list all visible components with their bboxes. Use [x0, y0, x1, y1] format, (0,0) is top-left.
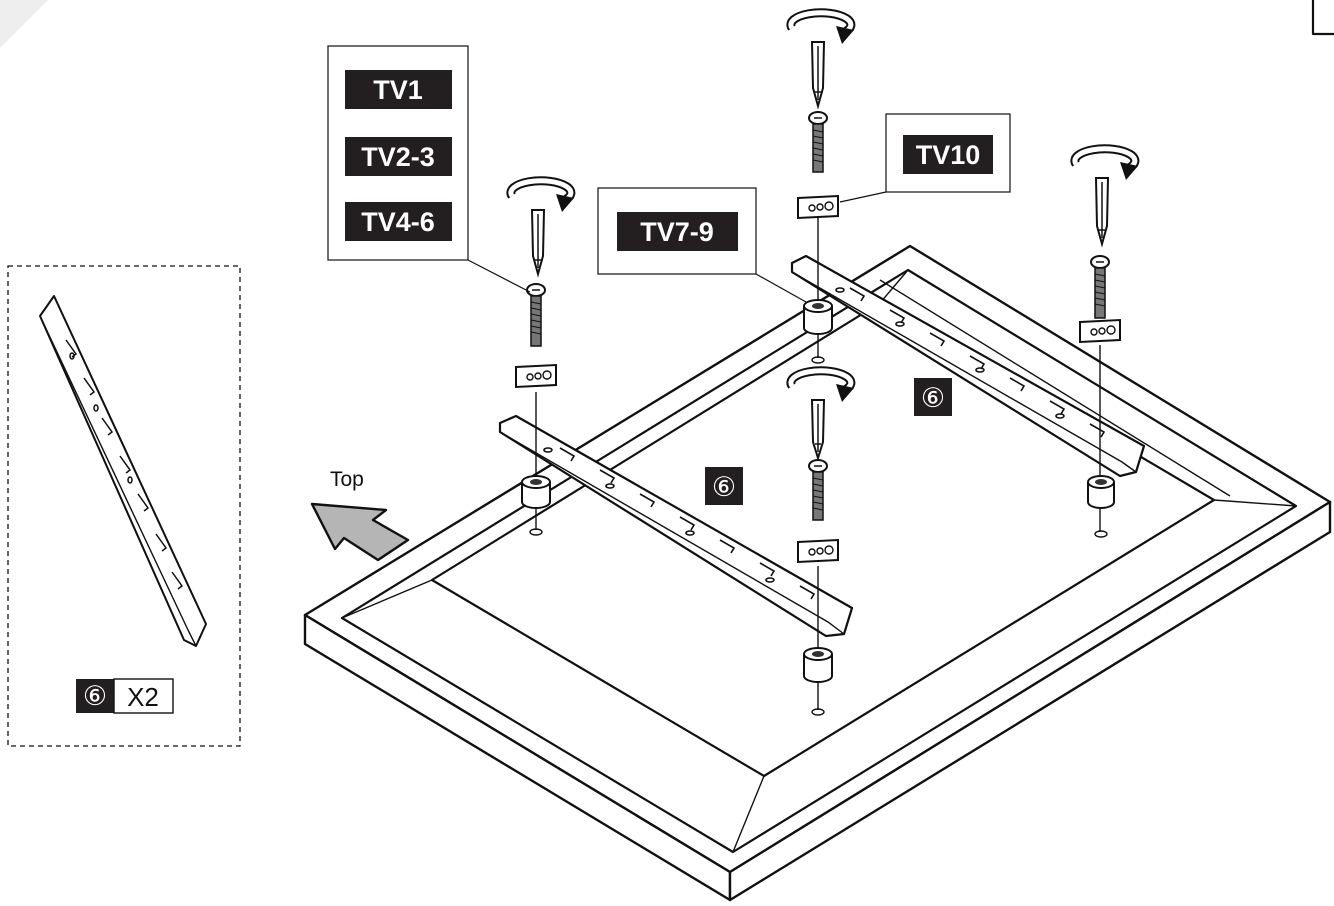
part-marker-back: ⑥: [914, 378, 952, 416]
tv-size-badge: [345, 70, 452, 109]
part-marker-front: ⑥: [705, 467, 743, 505]
mounting-rail-back: [790, 254, 1146, 478]
direction-indicator: Top: [310, 468, 410, 562]
screw-icon: [808, 459, 828, 521]
tv-size-badge: [345, 137, 452, 176]
rail-slots: [543, 447, 816, 600]
tv-size-badge: [617, 212, 738, 251]
spacer-left: [521, 392, 551, 536]
screwdriver-icon: [1094, 177, 1110, 248]
spacer-plate-icon: [797, 194, 839, 220]
mounting-rail-icon: [39, 295, 207, 647]
tv-size-label: TV4-6: [361, 207, 435, 237]
mounting-hole: [529, 528, 543, 536]
callout-tv7-9: TV7-9: [597, 187, 807, 303]
screwdriver-icon: [810, 399, 826, 462]
screwdriver-left: [506, 176, 576, 278]
rotate-clockwise-icon: [1070, 144, 1140, 180]
tv-size-label: TV10: [916, 140, 981, 170]
part-number: ⑥: [921, 383, 945, 414]
page-corner-tab: [0, 0, 48, 48]
direction-arrow-icon: [310, 502, 410, 562]
tv-size-label: TV1: [373, 75, 423, 105]
rail-slots: [835, 287, 1106, 438]
callout-tv10: TV10: [839, 113, 1011, 203]
spacer-plate-icon: [797, 538, 839, 564]
part-number-badge: [76, 679, 114, 713]
screwdriver-bottom: [786, 366, 856, 462]
direction-label: Top: [330, 468, 364, 491]
parts-inset: ⑥ X2: [7, 265, 241, 747]
callout-tv1-tv6: TV1 TV2-3 TV4-6: [327, 45, 531, 293]
tv-size-badge: [345, 202, 452, 241]
screwdriver-top: [786, 8, 856, 110]
spacer-plate-icon: [1079, 318, 1121, 344]
rotate-clockwise-icon: [786, 366, 856, 402]
part-number: ⑥: [83, 681, 107, 712]
screw-icon: [526, 283, 546, 347]
tv-size-label: TV2-3: [361, 142, 435, 172]
screw-icon: [808, 111, 828, 173]
mounting-hole: [1094, 530, 1108, 538]
rotate-clockwise-icon: [506, 176, 576, 212]
screwdriver-right: [1070, 144, 1140, 248]
spacer-top: [803, 218, 833, 364]
screwdriver-icon: [810, 41, 826, 110]
spacer-bottom: [803, 566, 833, 716]
mounting-hole: [811, 356, 825, 364]
rotate-clockwise-icon: [786, 8, 856, 44]
tv-size-badge: [903, 135, 993, 174]
screwdriver-icon: [530, 209, 546, 278]
screw-icon: [1090, 255, 1110, 319]
quantity-box: [113, 678, 174, 714]
part-number: ⑥: [712, 472, 736, 503]
mounting-rail-front: [498, 414, 854, 638]
tv-size-label: TV7-9: [640, 217, 714, 247]
mounting-hole: [811, 708, 825, 716]
spacer-right: [1087, 345, 1115, 538]
spacer-plate-icon: [515, 363, 557, 389]
page-corner-bracket: [1311, 0, 1334, 36]
quantity-label: X2: [127, 682, 159, 712]
